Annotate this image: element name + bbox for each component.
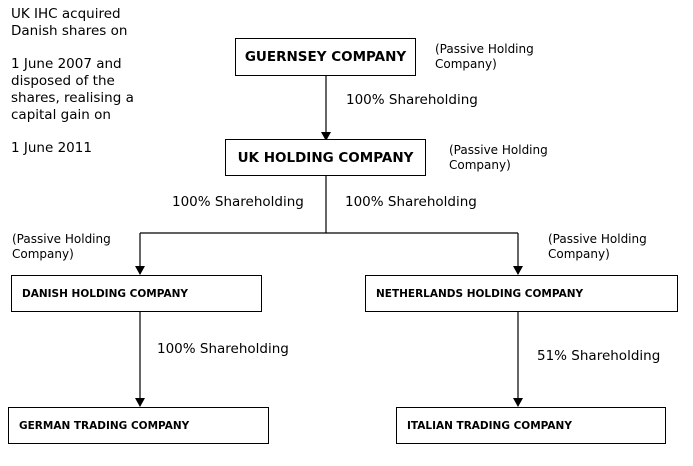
edge-label-danish-german: 100% Shareholding	[157, 341, 289, 357]
node-german-trading-company: GERMAN TRADING COMPANY	[8, 407, 269, 444]
annotation-danish-holding: (Passive Holding Company)	[12, 232, 111, 261]
edge-label-guernsey-uk: 100% Shareholding	[346, 92, 478, 108]
node-guernsey-company: GUERNSEY COMPANY	[235, 38, 416, 76]
annotation-uk-holding: (Passive Holding Company)	[449, 143, 548, 172]
node-uk-holding-company: UK HOLDING COMPANY	[225, 139, 426, 176]
note-date: 1 June 2011	[11, 140, 92, 156]
node-danish-holding-company: DANISH HOLDING COMPANY	[11, 275, 262, 312]
edge-label-uk-netherlands: 100% Shareholding	[345, 194, 477, 210]
note-acquisition: UK IHC acquired Danish shares on	[11, 6, 128, 39]
node-italian-trading-company: ITALIAN TRADING COMPANY	[396, 407, 666, 444]
node-netherlands-holding-company: NETHERLANDS HOLDING COMPANY	[365, 275, 678, 312]
annotation-netherlands-holding: (Passive Holding Company)	[548, 232, 647, 261]
annotation-guernsey: (Passive Holding Company)	[435, 42, 534, 71]
edge-label-uk-danish: 100% Shareholding	[172, 194, 304, 210]
note-disposal: 1 June 2007 and disposed of the shares, …	[11, 56, 134, 123]
edge-label-netherlands-italian: 51% Shareholding	[537, 348, 661, 364]
